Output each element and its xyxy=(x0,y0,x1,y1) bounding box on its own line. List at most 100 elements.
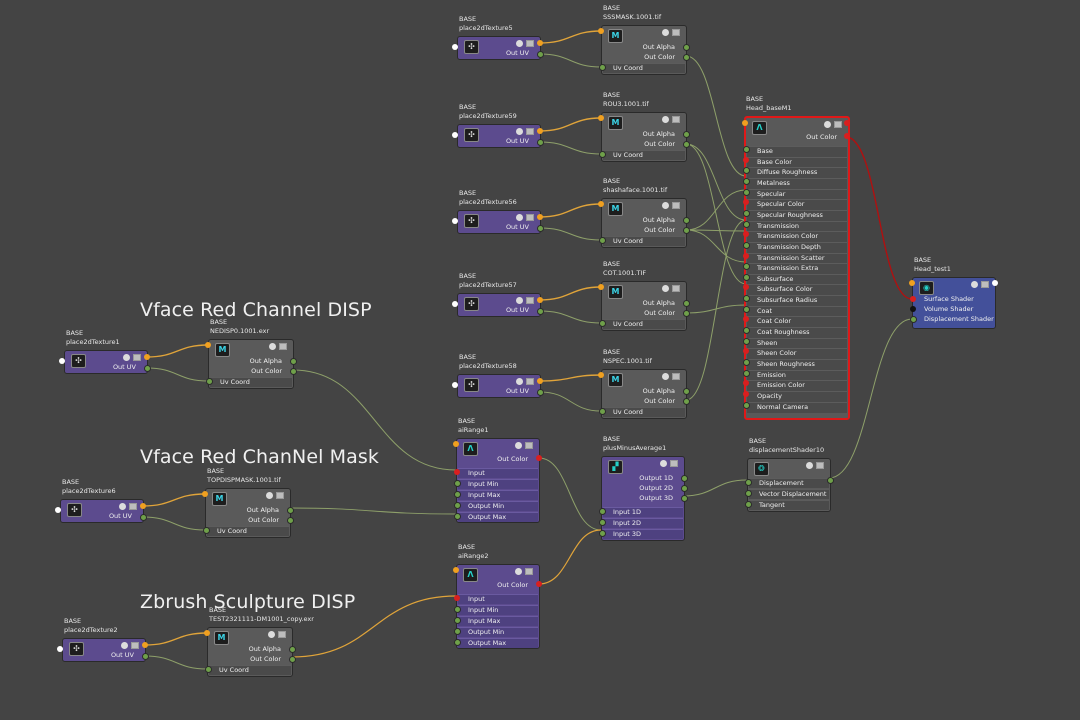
connection-wire[interactable] xyxy=(144,632,208,646)
out-port[interactable] xyxy=(537,378,543,384)
node-header[interactable]: Λ xyxy=(746,118,848,135)
out-color-port[interactable] xyxy=(683,227,690,234)
attribute-list-icon[interactable] xyxy=(672,373,680,380)
node-name[interactable]: aiRange1 xyxy=(458,426,489,434)
swatch-toggle-icon[interactable] xyxy=(268,631,275,638)
connection-wire[interactable] xyxy=(845,136,913,300)
shader-attr-port[interactable] xyxy=(743,327,750,335)
attribute-list-icon[interactable] xyxy=(672,285,680,292)
out-alpha-port[interactable] xyxy=(683,300,690,307)
shader-attr-port[interactable] xyxy=(743,209,750,217)
shader-attr-port[interactable] xyxy=(743,199,749,206)
connection-wire[interactable] xyxy=(292,369,457,471)
connection-wire[interactable] xyxy=(291,595,457,658)
node-header[interactable]: ✣ xyxy=(458,294,540,311)
attr-output-min[interactable]: Output Min xyxy=(458,627,538,637)
port-output-1d[interactable] xyxy=(681,475,688,482)
node-buttons[interactable] xyxy=(266,492,286,500)
attribute-list-icon[interactable] xyxy=(133,354,141,361)
node-buttons[interactable] xyxy=(269,343,289,351)
node-name[interactable]: shashaface.1001.tif xyxy=(603,186,668,194)
shader-attr-port[interactable] xyxy=(743,380,749,387)
node-name[interactable]: place2dTexture59 xyxy=(459,112,517,120)
attr-input-1d[interactable]: Input 1D xyxy=(603,507,683,517)
attribute-list-icon[interactable] xyxy=(526,214,534,221)
node-header[interactable]: ✣ xyxy=(458,37,540,54)
swatch-toggle-icon[interactable] xyxy=(515,568,522,575)
node-name[interactable]: place2dTexture2 xyxy=(64,626,118,634)
out-alpha-port[interactable] xyxy=(289,646,296,653)
shader-attr-port[interactable] xyxy=(743,390,749,397)
node-name[interactable]: place2dTexture5 xyxy=(459,24,513,32)
attr-input[interactable]: Input xyxy=(458,468,538,478)
port-output-max[interactable] xyxy=(454,639,461,646)
node-header[interactable]: M xyxy=(602,282,686,299)
swatch-toggle-icon[interactable] xyxy=(516,297,523,304)
input-port[interactable] xyxy=(59,358,65,364)
connection-wire[interactable] xyxy=(539,391,602,412)
out-alpha-port[interactable] xyxy=(287,507,294,514)
connection-wire[interactable] xyxy=(289,507,457,515)
attribute-list-icon[interactable] xyxy=(525,442,533,449)
node-buttons[interactable] xyxy=(119,503,139,511)
out-color-port[interactable] xyxy=(683,310,690,317)
shader-attr-port[interactable] xyxy=(743,348,749,355)
shader-attr-port[interactable] xyxy=(743,167,750,175)
attribute-list-icon[interactable] xyxy=(525,568,533,575)
connection-wire[interactable] xyxy=(539,141,602,155)
node-buttons[interactable] xyxy=(516,297,536,305)
node-header[interactable]: ✣ xyxy=(458,375,540,392)
attribute-list-icon[interactable] xyxy=(672,116,680,123)
attr-input-2d[interactable]: Input 2D xyxy=(603,518,683,528)
shader-attr-row[interactable]: Emission xyxy=(747,369,847,381)
out-port[interactable] xyxy=(142,642,148,648)
out-uv-port[interactable] xyxy=(144,365,151,372)
node-header[interactable]: ✣ xyxy=(63,639,145,656)
out-port[interactable] xyxy=(140,503,146,509)
shader-attr-row[interactable]: Transmission Color xyxy=(747,231,847,243)
node-buttons[interactable] xyxy=(268,631,288,639)
attribute-list-icon[interactable] xyxy=(981,281,989,288)
uv-coord-port[interactable] xyxy=(205,666,212,673)
node-name[interactable]: NSPEC.1001.tif xyxy=(603,357,652,365)
uv-coord-port[interactable] xyxy=(599,237,606,244)
port-output-max[interactable] xyxy=(454,513,461,520)
out-color-port[interactable] xyxy=(289,656,296,663)
node-header[interactable]: ◉ xyxy=(913,278,995,295)
swatch-toggle-icon[interactable] xyxy=(516,214,523,221)
shader-attr-row[interactable]: Subsurface xyxy=(747,273,847,285)
port-input-max[interactable] xyxy=(454,491,461,498)
shader-attr-row[interactable]: Sheen Color xyxy=(747,348,847,360)
shader-attr-row[interactable]: Normal Camera xyxy=(747,401,847,413)
port-input[interactable] xyxy=(454,469,460,475)
out-color-port[interactable] xyxy=(536,455,542,461)
node-buttons[interactable] xyxy=(123,354,143,362)
node-header[interactable]: ✣ xyxy=(65,351,147,368)
node-buttons[interactable] xyxy=(515,568,535,576)
shader-attr-row[interactable]: Emission Color xyxy=(747,380,847,392)
shader-attr-port[interactable] xyxy=(743,220,750,228)
uv-coord-port[interactable] xyxy=(599,320,606,327)
swatch-toggle-icon[interactable] xyxy=(806,462,813,469)
shader-attr-row[interactable]: Specular xyxy=(747,188,847,200)
port-surface-shader[interactable] xyxy=(910,296,916,302)
attr-output-max[interactable]: Output Max xyxy=(458,638,538,648)
out-color-port[interactable] xyxy=(844,133,850,139)
connection-wire[interactable] xyxy=(539,30,602,44)
in-port[interactable] xyxy=(598,28,604,34)
attr-displacement[interactable]: Displacement xyxy=(749,478,829,488)
node-header[interactable]: ▞ xyxy=(602,457,684,474)
attr-input-3d[interactable]: Input 3D xyxy=(603,529,683,539)
shader-attr-row[interactable]: Sheen xyxy=(747,337,847,349)
input-port[interactable] xyxy=(57,646,63,652)
port-volume-shader[interactable] xyxy=(910,306,916,312)
shader-attr-port[interactable] xyxy=(743,146,750,153)
attr-displacement-shader[interactable]: Displacement Shader xyxy=(924,315,994,323)
attribute-list-icon[interactable] xyxy=(276,492,284,499)
connection-wire[interactable] xyxy=(539,286,602,301)
swatch-toggle-icon[interactable] xyxy=(515,442,522,449)
